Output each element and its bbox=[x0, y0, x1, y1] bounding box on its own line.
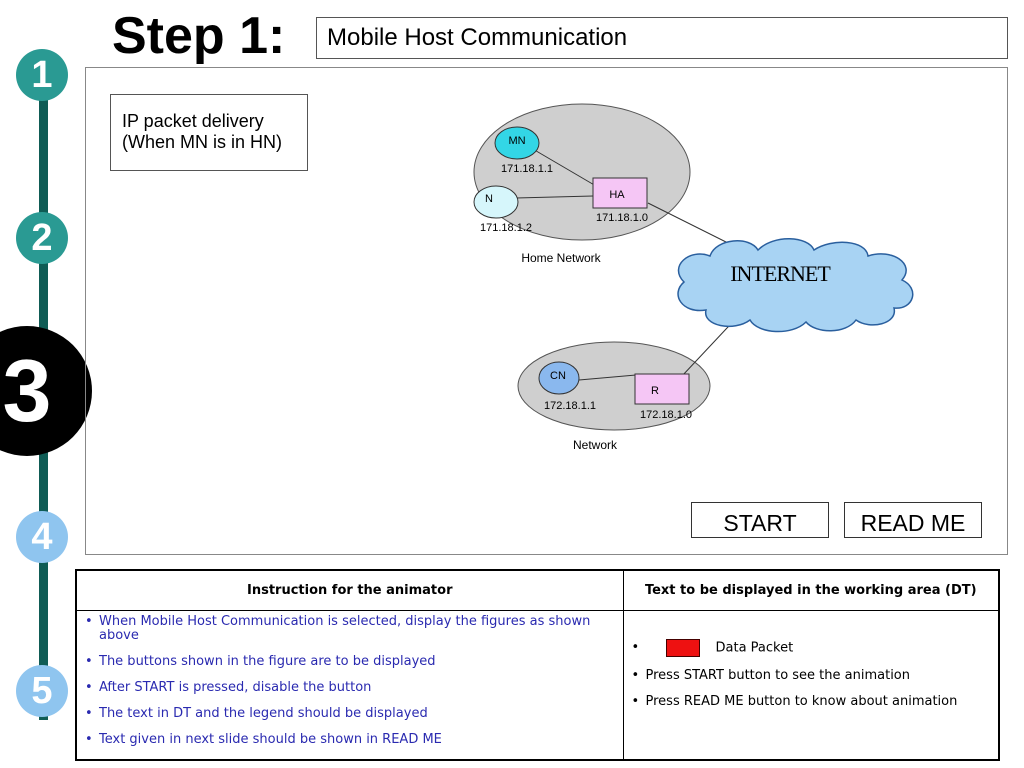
step-5-indicator[interactable]: 5 bbox=[16, 665, 68, 717]
list-item: The text in DT and the legend should be … bbox=[85, 706, 617, 721]
instruction-list: When Mobile Host Communication is select… bbox=[77, 611, 623, 747]
ha-ip: 171.18.1.0 bbox=[596, 212, 648, 224]
n-node bbox=[473, 185, 519, 219]
table-row: When Mobile Host Communication is select… bbox=[75, 609, 1000, 760]
specification-table: Instruction for the animator Text to be … bbox=[75, 569, 1000, 761]
cn-label: CN bbox=[550, 370, 566, 382]
data-packet-legend-swatch bbox=[665, 638, 700, 657]
topic-title: Mobile Host Communication bbox=[316, 17, 1008, 59]
link-mn-ha bbox=[525, 144, 597, 187]
diagram-description: IP packet delivery (When MN is in HN) bbox=[110, 94, 308, 171]
start-button[interactable]: START bbox=[691, 502, 829, 538]
table-header-row: Instruction for the animator Text to be … bbox=[75, 569, 1000, 611]
description-line-2: (When MN is in HN) bbox=[122, 132, 283, 152]
step-heading: Step 1: bbox=[112, 7, 286, 65]
network-label: Network bbox=[573, 438, 618, 452]
n-ip: 171.18.1.2 bbox=[480, 222, 532, 234]
internet-label: INTERNET bbox=[730, 261, 831, 286]
legend-item: Data Packet bbox=[632, 638, 993, 657]
step-rail: 1 2 3 4 5 bbox=[0, 0, 92, 768]
instructions-cell: When Mobile Host Communication is select… bbox=[75, 609, 624, 760]
mn-node bbox=[494, 126, 540, 160]
list-item: The buttons shown in the figure are to b… bbox=[85, 654, 617, 669]
mn-label: MN bbox=[508, 135, 525, 147]
r-label: R bbox=[651, 385, 659, 397]
internet-cloud bbox=[677, 238, 914, 333]
n-label: N bbox=[485, 193, 493, 205]
mn-ip: 171.18.1.1 bbox=[501, 163, 553, 175]
ha-router bbox=[592, 177, 648, 209]
step-1-indicator[interactable]: 1 bbox=[16, 49, 68, 101]
link-n-ha bbox=[515, 195, 594, 199]
r-ip: 172.18.1.0 bbox=[640, 409, 692, 421]
display-text-cell: Data Packet Press START button to see th… bbox=[622, 609, 1000, 760]
working-area: INTERNET MN 171.18.1.1 N 171.18.1.2 HA 1… bbox=[85, 67, 1008, 555]
legend-label: Data Packet bbox=[715, 640, 794, 655]
cn-node bbox=[538, 361, 580, 395]
r-router bbox=[634, 373, 690, 405]
network-diagram: INTERNET MN 171.18.1.1 N 171.18.1.2 HA 1… bbox=[473, 103, 914, 452]
list-item: Text given in next slide should be shown… bbox=[85, 732, 617, 747]
display-text-header: Text to be displayed in the working area… bbox=[622, 569, 1000, 611]
list-item: After START is pressed, disable the butt… bbox=[85, 680, 617, 695]
cn-ip: 172.18.1.1 bbox=[544, 400, 596, 412]
step-4-indicator[interactable]: 4 bbox=[16, 511, 68, 563]
list-item: Press READ ME button to know about anima… bbox=[632, 694, 993, 709]
instruction-header: Instruction for the animator bbox=[75, 569, 624, 611]
list-item: When Mobile Host Communication is select… bbox=[85, 614, 617, 643]
display-text-list: Data Packet Press START button to see th… bbox=[624, 611, 999, 709]
step-3-indicator-current[interactable]: 3 bbox=[0, 326, 92, 456]
ha-label: HA bbox=[609, 189, 625, 201]
step-2-indicator[interactable]: 2 bbox=[16, 212, 68, 264]
description-line-1: IP packet delivery bbox=[122, 111, 264, 131]
link-cn-r bbox=[578, 374, 637, 381]
list-item: Press START button to see the animation bbox=[632, 668, 993, 683]
home-network-label: Home Network bbox=[521, 251, 601, 265]
read-me-button[interactable]: READ ME bbox=[844, 502, 982, 538]
